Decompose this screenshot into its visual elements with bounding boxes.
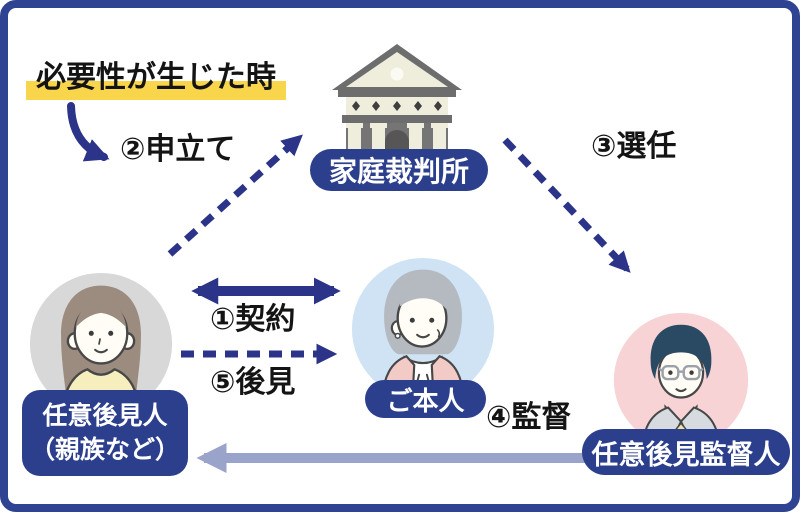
family-court-label: 家庭裁判所	[310, 149, 488, 191]
step-contract-label: ①契約	[210, 302, 296, 337]
voluntary-guardian-label-line1: 任意後見人	[42, 401, 168, 431]
trigger-note: 必要性が生じた時	[26, 52, 286, 100]
step-guardianship-label: ⑤後見	[210, 365, 296, 400]
application-dashed-arrow	[167, 134, 303, 257]
step-appointment-label: ③選任	[591, 129, 677, 164]
arrow-layer	[67, 102, 631, 473]
supervisor-label: 任意後見監督人	[582, 429, 790, 475]
step-application-label: ②申立て	[120, 132, 236, 167]
courthouse-icon	[332, 44, 462, 162]
principal-label: ご本人	[365, 380, 486, 418]
principal-label-text: ご本人	[386, 386, 465, 417]
step-supervision-label: ④監督	[486, 400, 572, 435]
supervisor-label-text: 任意後見監督人	[591, 439, 781, 471]
family-court-label-text: 家庭裁判所	[328, 155, 469, 188]
trigger-curved-arrow	[67, 102, 110, 162]
appointment-dashed-arrow	[502, 137, 631, 273]
voluntary-guardian-label: 任意後見人 （親族など）	[22, 390, 188, 476]
voluntary-guardian-avatar	[29, 272, 173, 416]
voluntary-guardian-label-line2: （親族など）	[29, 435, 180, 464]
